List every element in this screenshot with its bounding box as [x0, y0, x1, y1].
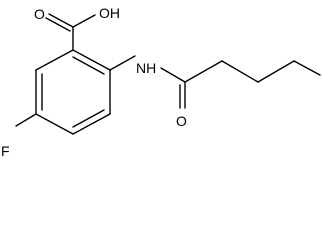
ring-bond-top: [72, 49, 111, 71]
atom-f: F: [1, 143, 10, 156]
ring-bond-top-inner: [72, 56, 105, 75]
atom-o-amide: O: [176, 113, 187, 129]
atom-oh: OH: [99, 5, 120, 21]
bond-ring-to-f: [15, 113, 37, 127]
bond-chain-3: [257, 60, 295, 83]
chemical-structure-diagram: O OH NH O F: [1, 5, 321, 156]
bond-carboxyl-to-o-double-2: [45, 17, 71, 32]
bond-carboxyl-to-oh: [72, 14, 96, 28]
carboxylic-acid-group: O OH: [34, 5, 120, 51]
bond-ring-to-n: [109, 55, 136, 71]
bond-chain-2: [221, 60, 259, 83]
ring-bond-bottom-right-inner: [72, 109, 105, 128]
pentanamide-chain: NH O: [109, 55, 321, 129]
fluoro-substituent: F: [1, 113, 37, 156]
bond-chain-1: [184, 60, 223, 83]
bond-chain-4: [293, 60, 321, 76]
bond-carboxyl-to-o-double-1: [48, 13, 74, 28]
benzene-ring: [35, 49, 111, 135]
atom-nh: NH: [136, 60, 156, 76]
ring-bond-top-left: [35, 49, 74, 71]
atom-o-acid: O: [34, 6, 45, 22]
ring-bond-bottom-right: [72, 113, 111, 135]
bond-n-to-carbonyl: [160, 67, 186, 83]
ring-bond-bottom-left: [35, 113, 74, 135]
